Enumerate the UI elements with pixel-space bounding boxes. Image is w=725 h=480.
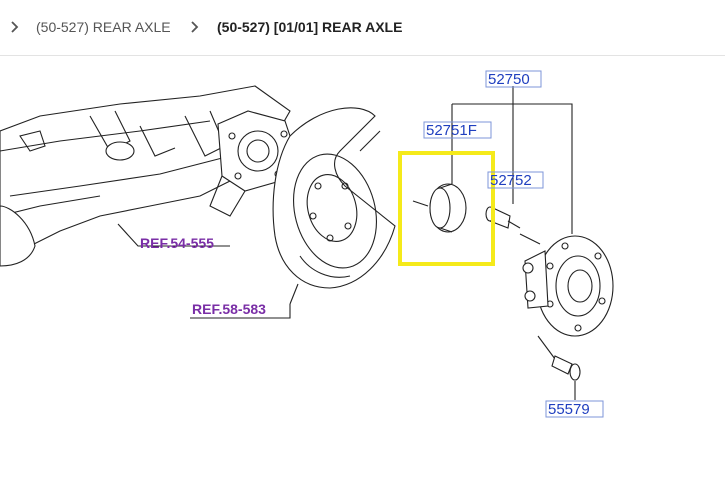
part-label-52752: 52752: [490, 172, 532, 189]
part-callout-52752[interactable]: 52752: [487, 171, 544, 189]
part-label-55579: 55579: [548, 401, 590, 418]
part-highlight-box: [398, 151, 495, 266]
rear-axle-beam-drawing: [0, 85, 296, 267]
ref-link-54-555[interactable]: REF.54-555: [140, 235, 214, 251]
part-callout-55579[interactable]: 55579: [545, 400, 604, 418]
part-callout-52750[interactable]: 52750: [485, 70, 542, 88]
flange-bolt-drawing: [537, 335, 581, 381]
hub-assembly-drawing: [519, 233, 614, 337]
ref-link-58-583[interactable]: REF.58-583: [192, 301, 266, 317]
chevron-right-icon: [191, 21, 199, 33]
hub-cap-drawing: [412, 183, 467, 233]
breadcrumb: (50-527) REAR AXLE (50-527) [01/01] REAR…: [0, 0, 725, 56]
parts-diagram: 52750 52751F 52752 55579 REF.54-555 REF.…: [0, 70, 614, 418]
chevron-right-icon: [11, 21, 19, 33]
backing-plate-drawing: [272, 107, 396, 289]
breadcrumb-item-rear-axle[interactable]: (50-527) REAR AXLE: [36, 19, 171, 35]
part-label-52751F: 52751F: [426, 122, 477, 139]
breadcrumb-item-current: (50-527) [01/01] REAR AXLE: [217, 19, 403, 35]
part-label-52750: 52750: [488, 71, 530, 88]
part-callout-52751F[interactable]: 52751F: [423, 121, 492, 139]
